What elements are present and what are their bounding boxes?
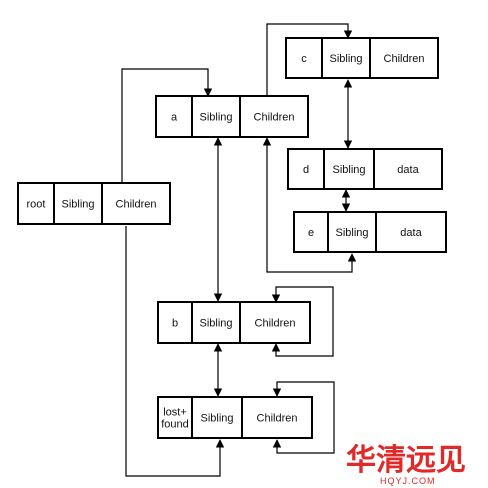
node-c-name-label: c [301,53,307,65]
node-d-name-label: d [303,164,309,176]
link-root-children-to-lost-found [125,226,225,477]
node-a-children-cell [239,95,309,138]
node-e-sibling-label: Sibling [335,227,368,239]
node-root-children-cell [101,182,171,225]
node-lost-found-children-label: Children [257,413,298,425]
node-b-children-label: Children [255,318,296,330]
node-a-children-label: Children [254,112,295,124]
node-e-name-cell [293,211,329,253]
node-d-sibling-cell [323,148,375,190]
node-root-name-label: root [27,199,46,211]
node-b-name-cell [157,301,193,344]
link-b-children-self-loop [271,286,334,357]
node-d-children-label: data [397,164,419,176]
node-e-name-label: e [308,227,314,239]
node-b-name-label: b [172,318,178,330]
node-c-sibling-label: Sibling [329,53,362,65]
node-e-sibling-cell [327,211,377,253]
node-c: c Sibling Children [285,37,439,79]
node-a-name-cell [155,95,193,138]
node-d-sibling-label: Sibling [332,164,365,176]
link-lost-found-children-self-loop [272,381,335,454]
node-d: d Sibling data [287,148,443,190]
node-a: a Sibling Children [155,95,309,138]
node-root: root Sibling Children [17,182,171,225]
node-e-children-cell [375,211,447,253]
link-a-children-to-e-sibling [262,137,357,273]
link-root-children-to-a [121,68,213,183]
connectors [121,23,357,477]
node-b: b Sibling Children [157,301,311,344]
node-e-children-label: data [400,227,422,239]
node-lost-found-children-cell [241,396,313,439]
node-c-children-label: Children [384,53,425,65]
node-a-sibling-label: Sibling [199,112,232,124]
node-a-name-label: a [171,112,178,124]
node-lost-found-sibling-label: Sibling [200,413,233,425]
node-root-sibling-label: Sibling [61,199,94,211]
watermark-sub-text: HQYJ.COM [380,476,436,486]
node-b-children-cell [239,301,311,344]
node-e: e Sibling data [293,211,447,253]
link-a-children-to-c [266,23,353,96]
node-lost-found-name-cell [157,396,193,439]
node-lost-found-sibling-cell [191,396,243,439]
node-b-sibling-cell [191,301,241,344]
node-a-sibling-cell [191,95,241,138]
watermark-logo: 华清远见 HQYJ.COM [346,443,466,486]
node-d-name-cell [287,148,325,190]
node-c-sibling-cell [321,37,371,79]
node-b-sibling-label: Sibling [199,318,232,330]
node-root-children-label: Children [116,199,157,211]
node-lost-found: lost+found Sibling Children [157,396,313,439]
watermark-main-text: 华清远见 [346,443,466,478]
node-c-children-cell [369,37,439,79]
node-lost-found-name-label: lost+found [161,407,189,431]
node-root-sibling-cell [53,182,103,225]
node-d-children-cell [373,148,443,190]
